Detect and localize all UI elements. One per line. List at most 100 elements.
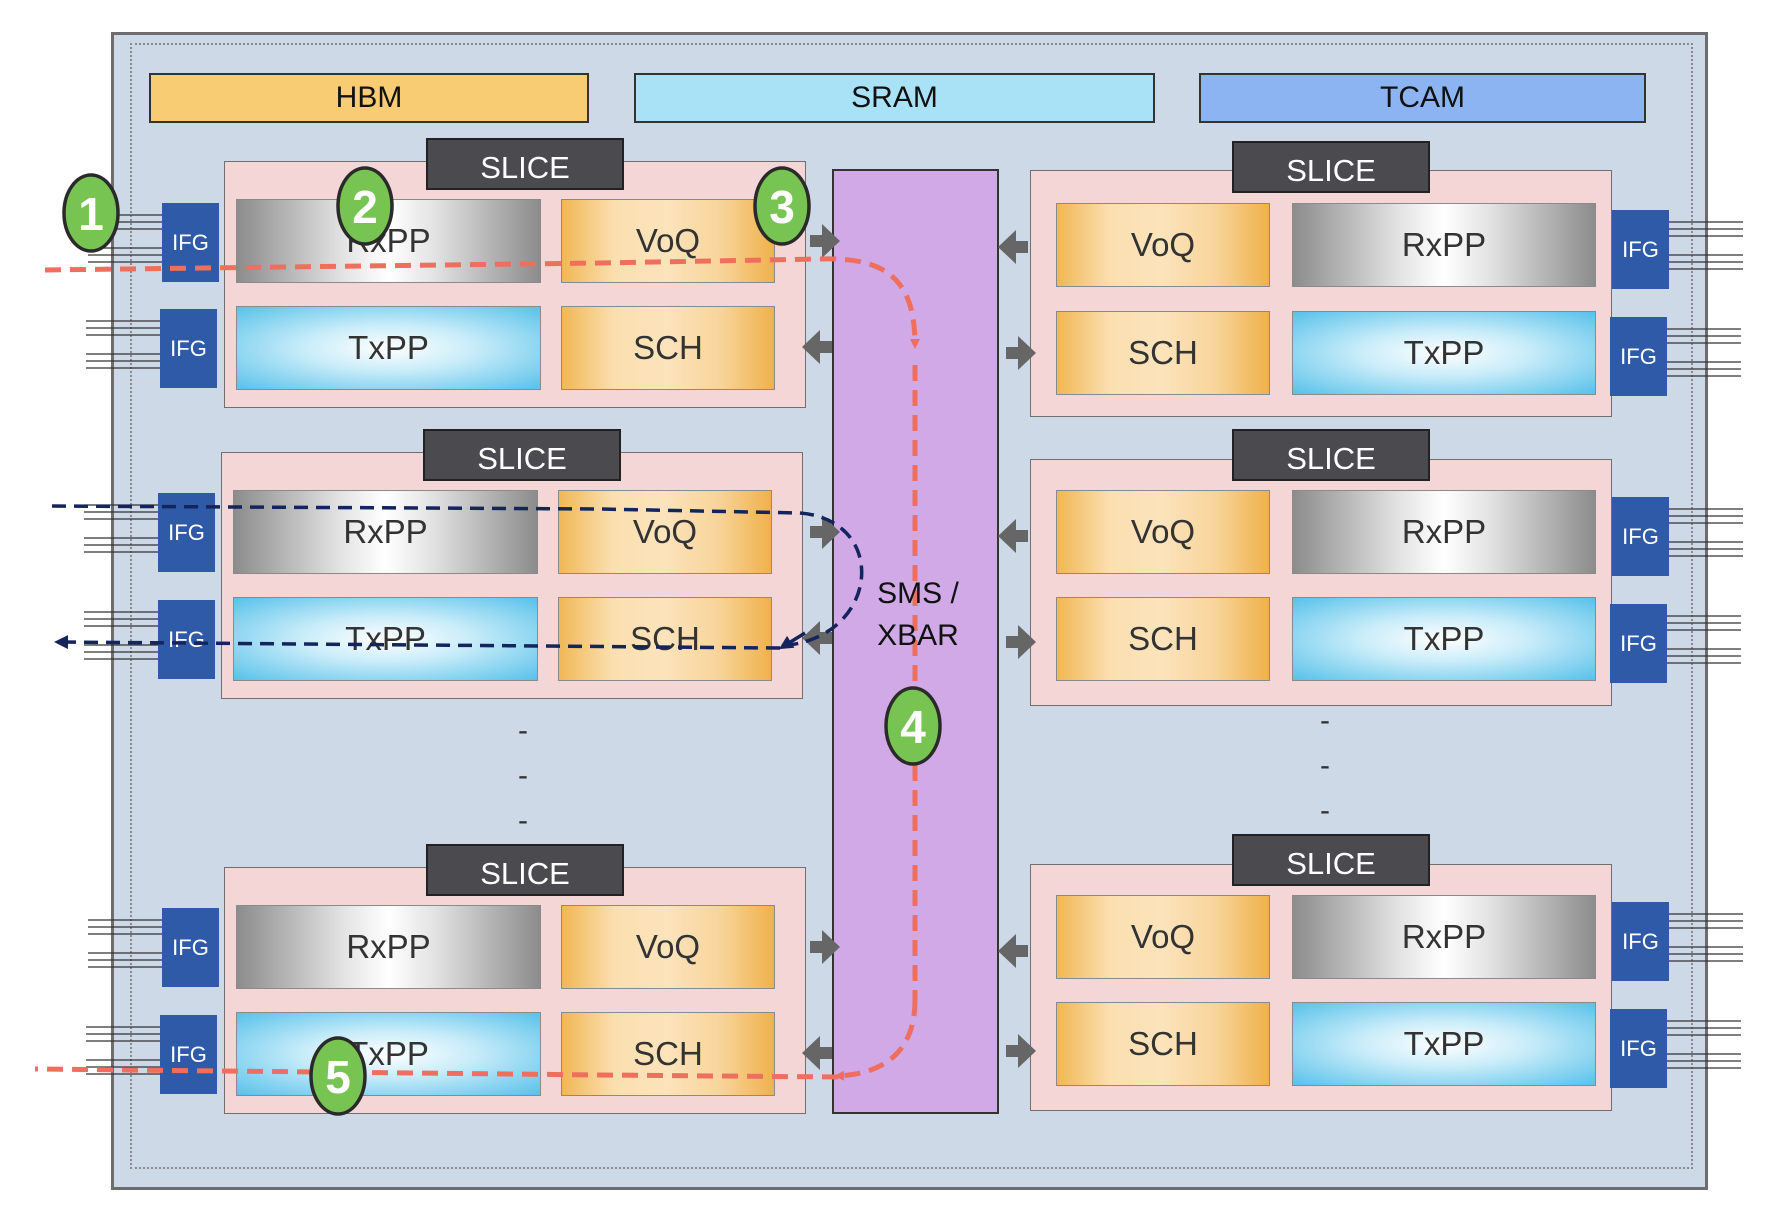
slice-right-2-txpp: TxPP bbox=[1292, 597, 1596, 681]
slice-right-1-label: SLICE bbox=[1232, 141, 1430, 193]
ifg-right-1b: IFG bbox=[1610, 317, 1667, 396]
sram-memory-bar: SRAM bbox=[634, 73, 1155, 123]
slice-left-1-voq: VoQ bbox=[561, 199, 775, 283]
ellipsis-left-2: - bbox=[518, 759, 528, 792]
slice-right-2-rxpp: RxPP bbox=[1292, 490, 1596, 574]
red-path-to-egress-slice bbox=[834, 999, 918, 1081]
packet-path-red bbox=[34, 256, 920, 1081]
xbar-label-line1: SMS / bbox=[877, 577, 959, 610]
slice-left-2-sch: SCH bbox=[558, 597, 772, 681]
ellipsis-right-2: - bbox=[1320, 749, 1330, 782]
arrow-xbar-to-right2-voq bbox=[998, 519, 1028, 553]
arrow-xbar-to-left1 bbox=[802, 330, 832, 364]
port-wires-left-3a bbox=[88, 919, 162, 968]
arrow-right2-sch-to-xbar bbox=[1006, 625, 1036, 659]
slice-left-3-rxpp: RxPP bbox=[236, 905, 541, 989]
slice-right-1-voq: VoQ bbox=[1056, 203, 1270, 287]
slice-right-2-voq: VoQ bbox=[1056, 490, 1270, 574]
slice-right-1-rxpp: RxPP bbox=[1292, 203, 1596, 287]
step-4-number: 4 bbox=[900, 701, 926, 753]
slice-right-2-label: SLICE bbox=[1232, 429, 1430, 481]
ifg-left-1b: IFG bbox=[160, 309, 217, 388]
tcam-label: TCAM bbox=[1380, 81, 1465, 114]
arrow-left2-to-xbar bbox=[810, 515, 840, 549]
arrow-left1-to-xbar bbox=[810, 224, 840, 258]
slice-right-3-rxpp: RxPP bbox=[1292, 895, 1596, 979]
step-badge-2: 2 bbox=[336, 166, 394, 246]
step-1-number: 1 bbox=[78, 188, 104, 240]
step-badge-5: 5 bbox=[309, 1036, 367, 1116]
asic-chip-inner-border bbox=[130, 43, 1693, 1169]
arrow-xbar-to-right3-voq bbox=[998, 934, 1028, 968]
ellipsis-right-3: - bbox=[1320, 794, 1330, 827]
hbm-label: HBM bbox=[335, 81, 403, 114]
port-wires-right-2a bbox=[1669, 508, 1743, 557]
port-wires-left-2a bbox=[84, 504, 158, 553]
slice-left-1-txpp: TxPP bbox=[236, 306, 541, 390]
port-wires-left-1b bbox=[86, 320, 160, 369]
tcam-memory-bar: TCAM bbox=[1199, 73, 1646, 123]
ifg-right-2b: IFG bbox=[1610, 604, 1667, 683]
arrow-right3-sch-to-xbar bbox=[1006, 1034, 1036, 1068]
slice-left-3-voq: VoQ bbox=[561, 905, 775, 989]
ifg-right-3a: IFG bbox=[1612, 902, 1669, 981]
step-badge-1: 1 bbox=[62, 173, 120, 253]
ellipsis-left-1: - bbox=[518, 714, 528, 747]
port-wires-left-3b bbox=[86, 1026, 160, 1075]
port-wires-right-3a bbox=[1669, 913, 1743, 962]
xbar-label: SMS / XBAR bbox=[858, 573, 978, 657]
red-path-egress bbox=[34, 1066, 839, 1080]
step-badge-4: 4 bbox=[884, 686, 942, 766]
slice-right-3-sch: SCH bbox=[1056, 1002, 1270, 1086]
slice-right-3-voq: VoQ bbox=[1056, 895, 1270, 979]
ifg-left-3b: IFG bbox=[160, 1015, 217, 1094]
arrow-xbar-to-right1-voq bbox=[998, 230, 1028, 264]
ellipsis-right-1: - bbox=[1320, 704, 1330, 737]
hbm-memory-bar: HBM bbox=[149, 73, 589, 123]
sram-label: SRAM bbox=[851, 81, 938, 114]
arrow-left3-to-xbar bbox=[810, 930, 840, 964]
navy-path-ingress bbox=[51, 504, 801, 515]
slice-right-1-sch: SCH bbox=[1056, 311, 1270, 395]
ifg-left-2a: IFG bbox=[158, 493, 215, 572]
slice-right-1-txpp: TxPP bbox=[1292, 311, 1596, 395]
red-path-into-xbar bbox=[819, 256, 920, 349]
slice-left-2-txpp: TxPP bbox=[233, 597, 538, 681]
ifg-right-2a: IFG bbox=[1612, 497, 1669, 576]
step-5-number: 5 bbox=[325, 1051, 351, 1103]
step-2-number: 2 bbox=[352, 181, 378, 233]
port-wires-left bbox=[84, 214, 162, 1075]
port-wires-right-3b bbox=[1667, 1020, 1741, 1069]
slice-left-1-sch: SCH bbox=[561, 306, 775, 390]
ifg-right-3b: IFG bbox=[1610, 1009, 1667, 1088]
step-3-number: 3 bbox=[769, 181, 795, 233]
red-path-ingress bbox=[44, 256, 821, 273]
slice-left-2-rxpp: RxPP bbox=[233, 490, 538, 574]
port-wires-right-2b bbox=[1667, 615, 1741, 664]
slice-left-3-sch: SCH bbox=[561, 1012, 775, 1096]
slice-left-2-voq: VoQ bbox=[558, 490, 772, 574]
step-badge-3: 3 bbox=[753, 166, 811, 246]
ifg-right-1a: IFG bbox=[1612, 210, 1669, 289]
port-wires-right-1b bbox=[1667, 328, 1741, 377]
navy-path-egress bbox=[54, 635, 781, 650]
slice-right-3-label: SLICE bbox=[1232, 834, 1430, 886]
navy-sch-pointer bbox=[778, 631, 806, 650]
slice-left-3-label: SLICE bbox=[426, 844, 624, 896]
xbar-label-line2: XBAR bbox=[877, 619, 959, 652]
ellipsis-left-3: - bbox=[518, 804, 528, 837]
slice-left-1-label: SLICE bbox=[426, 138, 624, 190]
port-wires-left-2b bbox=[84, 611, 158, 660]
port-wires-right-1a bbox=[1669, 221, 1743, 270]
slice-right-2-sch: SCH bbox=[1056, 597, 1270, 681]
navy-path-loop bbox=[779, 511, 864, 648]
arrow-right1-sch-to-xbar bbox=[1006, 336, 1036, 370]
slice-right-3-txpp: TxPP bbox=[1292, 1002, 1596, 1086]
port-wires-right bbox=[1667, 221, 1743, 1069]
arrow-xbar-to-left3 bbox=[802, 1036, 832, 1070]
packet-path-navy bbox=[51, 504, 864, 650]
slice-left-2-label: SLICE bbox=[423, 429, 621, 481]
ifg-left-3a: IFG bbox=[162, 908, 219, 987]
ifg-left-2b: IFG bbox=[158, 600, 215, 679]
